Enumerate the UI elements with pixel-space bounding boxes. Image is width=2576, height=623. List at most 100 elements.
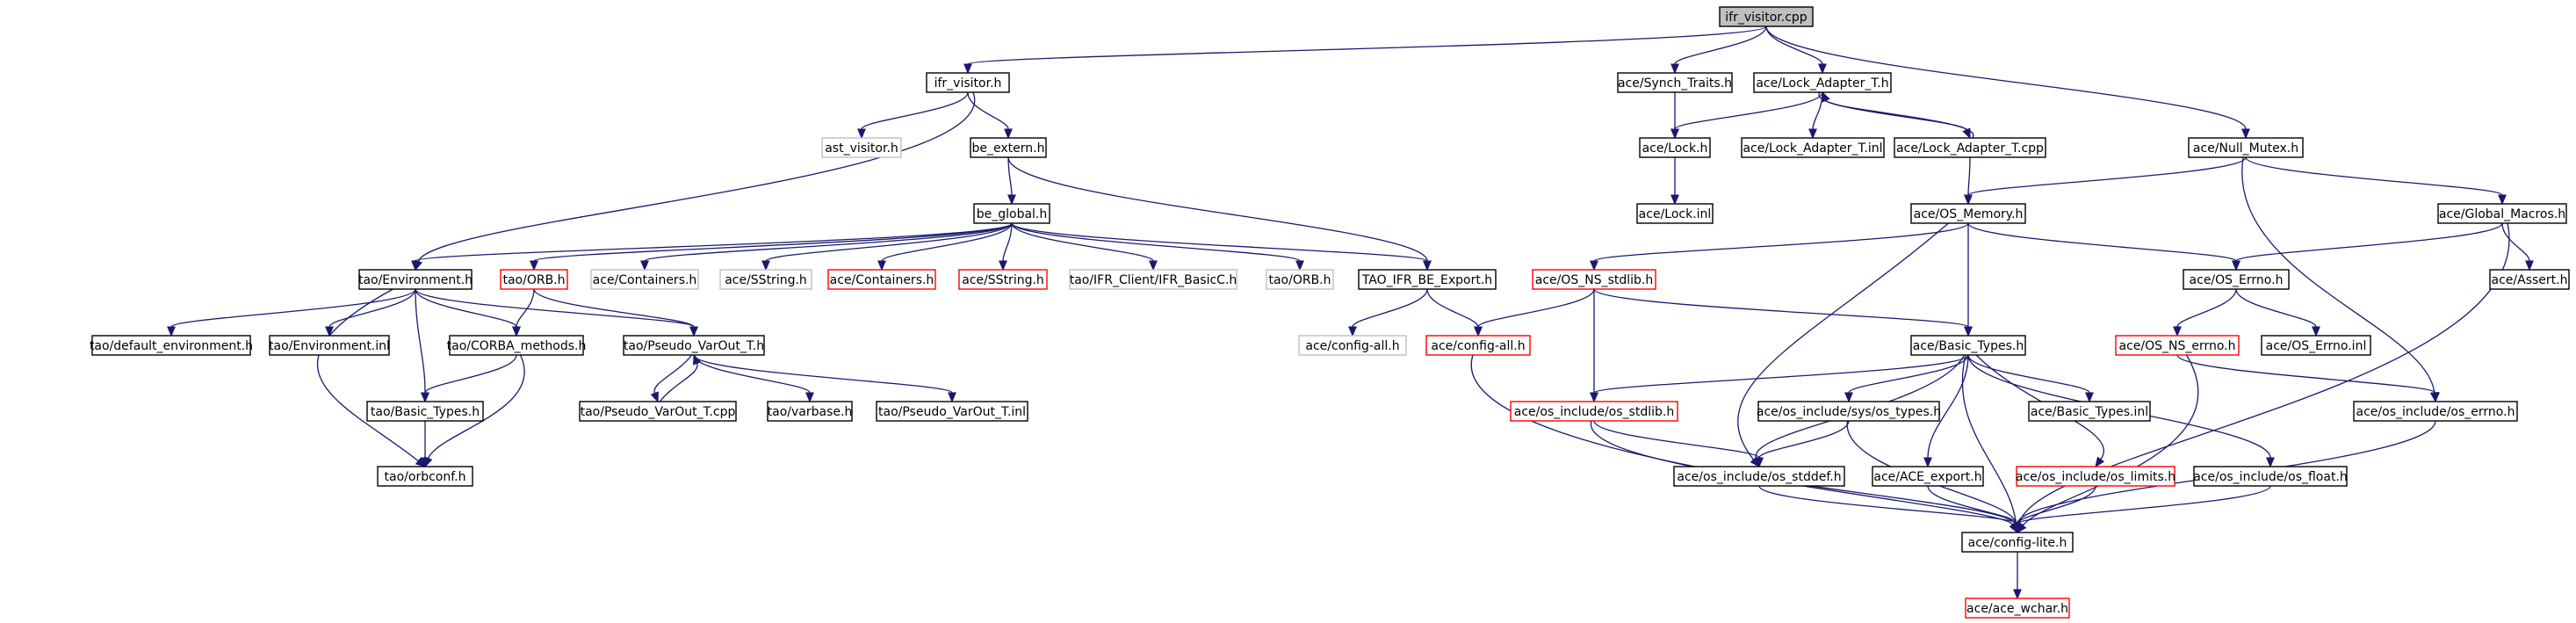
dependency-edge	[999, 222, 1013, 272]
node-label: tao/Basic_Types.h	[371, 405, 480, 419]
node-tao-environment-h[interactable]: tao/Environment.h	[358, 269, 473, 290]
node-ace-ace-export-h[interactable]: ace/ACE_export.h	[1872, 466, 1984, 487]
arrow-head-icon	[167, 326, 176, 337]
node-ace-os-ns-stdlib-h[interactable]: ace/OS_NS_stdlib.h	[1532, 269, 1656, 290]
node-tao-ifr-be-export-h[interactable]: TAO_IFR_BE_Export.h	[1358, 269, 1497, 290]
node-label: ace/OS_Errno.inl	[2266, 339, 2367, 353]
node-ace-global-macros-h[interactable]: ace/Global_Macros.h	[2437, 203, 2567, 224]
dependency-edge	[325, 288, 416, 337]
node-be-extern-h[interactable]: be_extern.h	[970, 137, 1047, 158]
node-label: tao/IFR_Client/IFR_BasicC.h	[1070, 273, 1237, 287]
dependency-edge	[1011, 222, 1304, 272]
arrow-head-icon	[1295, 260, 1304, 272]
edge-line	[1593, 288, 1969, 328]
node-tao-ifr-client-h[interactable]: tao/IFR_Client/IFR_BasicC.h	[1069, 269, 1237, 290]
node-box	[1872, 466, 1984, 487]
node-box	[1425, 335, 1531, 356]
node-ace-assert-h[interactable]: ace/Assert.h	[2489, 269, 2570, 290]
node-label: ace/Lock.h	[1642, 141, 1708, 156]
node-ace-lock-adapter-t-h[interactable]: ace/Lock_Adapter_T.h	[1753, 72, 1892, 93]
node-tao-orbconf-h[interactable]: tao/orbconf.h	[377, 466, 473, 487]
node-box	[1961, 532, 2074, 553]
arrow-head-icon	[1962, 127, 1971, 140]
node-ace-os-errno-h[interactable]: ace/OS_Errno.h	[2183, 269, 2290, 290]
node-ast-visitor-h[interactable]: ast_visitor.h	[821, 137, 902, 158]
node-tao-orb-h-red[interactable]: tao/ORB.h	[500, 269, 568, 290]
dependency-edge	[1765, 25, 1827, 75]
node-label: tao/Pseudo_VarOut_T.cpp	[581, 405, 736, 419]
edge-layer	[167, 25, 2534, 600]
node-ace-lock-adapter-t-inl[interactable]: ace/Lock_Adapter_T.inl	[1741, 137, 1885, 158]
node-ace-config-all-h-gray[interactable]: ace/config-all.h	[1298, 335, 1407, 356]
node-ace-containers-h-red[interactable]: ace/Containers.h	[827, 269, 936, 290]
node-tao-environment-inl[interactable]: tao/Environment.inl	[269, 335, 390, 356]
node-ace-os-ns-errno-h[interactable]: ace/OS_NS_errno.h	[2115, 335, 2240, 356]
node-ace-os-include-os-float-h[interactable]: ace/os_include/os_float.h	[2193, 466, 2348, 487]
edge-line	[1011, 222, 1428, 262]
node-ace-basic-types-inl[interactable]: ace/Basic_Types.inl	[2028, 401, 2151, 422]
dependency-edge	[2235, 288, 2320, 337]
node-ace-os-include-os-limits-h[interactable]: ace/os_include/os_limits.h	[2016, 466, 2176, 487]
node-ace-basic-types-h[interactable]: ace/Basic_Types.h	[1910, 335, 2026, 356]
node-ace-synch-traits-h[interactable]: ace/Synch_Traits.h	[1617, 72, 1733, 93]
edge-line	[2017, 485, 2096, 525]
node-ace-os-include-os-errno-h[interactable]: ace/os_include/os_errno.h	[2353, 401, 2518, 422]
arrow-head-icon	[2232, 260, 2240, 272]
edge-line	[424, 354, 517, 394]
node-tao-pseudo-varout-t-h[interactable]: tao/Pseudo_VarOut_T.h	[623, 335, 765, 356]
node-ace-os-memory-h[interactable]: ace/OS_Memory.h	[1910, 203, 2026, 224]
dependency-edge	[1011, 222, 1432, 272]
node-ace-lock-inl[interactable]: ace/Lock.inl	[1636, 203, 1714, 224]
node-label: ace/Synch_Traits.h	[1618, 76, 1732, 91]
node-ace-ace-wchar-h[interactable]: ace/ace_wchar.h	[1965, 598, 2070, 619]
node-ace-null-mutex-h[interactable]: ace/Null_Mutex.h	[2188, 137, 2304, 158]
node-ace-containers-h-gray[interactable]: ace/Containers.h	[590, 269, 699, 290]
node-ace-sstring-h-red[interactable]: ace/SString.h	[958, 269, 1048, 290]
node-box	[2183, 269, 2290, 290]
node-tao-orb-h-gray[interactable]: tao/ORB.h	[1266, 269, 1334, 290]
edge-line	[1967, 156, 2247, 196]
edge-line	[2235, 222, 2503, 262]
node-label: ace/config-all.h	[1305, 339, 1399, 353]
node-ace-lock-adapter-t-cpp[interactable]: ace/Lock_Adapter_T.cpp	[1894, 137, 2046, 158]
node-be-global-h[interactable]: be_global.h	[973, 203, 1050, 224]
edge-line	[328, 288, 416, 328]
arrow-head-icon	[325, 326, 334, 337]
dependency-edge	[1590, 354, 1969, 403]
node-ace-config-lite-h[interactable]: ace/config-lite.h	[1961, 532, 2074, 553]
node-ace-os-include-os-stdlib-h[interactable]: ace/os_include/os_stdlib.h	[1510, 401, 1678, 422]
node-ace-os-include-sys-os-types-h[interactable]: ace/os_include/sys/os_types.h	[1757, 401, 1941, 422]
arrow-head-icon	[1844, 392, 1853, 403]
node-label: ace/ace_wchar.h	[1966, 602, 2068, 616]
edge-line	[653, 354, 693, 394]
node-ace-os-include-os-stddef-h[interactable]: ace/os_include/os_stddef.h	[1673, 466, 1845, 487]
dependency-edge	[316, 288, 427, 467]
arrow-head-icon	[421, 392, 429, 403]
node-label: tao/ORB.h	[1268, 273, 1331, 287]
edge-line	[2017, 485, 2271, 525]
node-label: ace/config-all.h	[1431, 339, 1525, 353]
node-box	[1673, 466, 1845, 487]
node-ace-os-errno-inl[interactable]: ace/OS_Errno.inl	[2261, 335, 2371, 356]
node-ace-config-all-h-red[interactable]: ace/config-all.h	[1425, 335, 1531, 356]
node-tao-basic-types-h[interactable]: tao/Basic_Types.h	[366, 401, 484, 422]
node-ifr-visitor-cpp[interactable]: ifr_visitor.cpp	[1719, 6, 1814, 27]
node-tao-default-environment-h[interactable]: tao/default_environment.h	[90, 335, 253, 356]
node-box	[449, 335, 584, 356]
node-ace-sstring-h-gray[interactable]: ace/SString.h	[719, 269, 812, 290]
edge-line	[1927, 485, 2018, 525]
node-tao-corba-methods-h[interactable]: tao/CORBA_methods.h	[447, 335, 587, 356]
node-ifr-visitor-h[interactable]: ifr_visitor.h	[926, 72, 1010, 93]
arrow-head-icon	[1590, 392, 1598, 403]
node-tao-pseudo-varout-t-cpp[interactable]: tao/Pseudo_VarOut_T.cpp	[579, 401, 737, 422]
node-box	[1358, 269, 1497, 290]
node-tao-varbase-h[interactable]: tao/varbase.h	[767, 401, 853, 422]
node-tao-pseudo-varout-t-inl[interactable]: tao/Pseudo_VarOut_T.inl	[876, 401, 1028, 422]
node-ace-lock-h[interactable]: ace/Lock.h	[1639, 137, 1711, 158]
node-label: ace/ACE_export.h	[1873, 470, 1981, 484]
arrow-head-icon	[650, 391, 659, 403]
edge-line	[316, 288, 419, 462]
dependency-edge	[877, 222, 1013, 272]
edge-line	[1825, 99, 1974, 139]
node-label: tao/varbase.h	[768, 405, 853, 419]
